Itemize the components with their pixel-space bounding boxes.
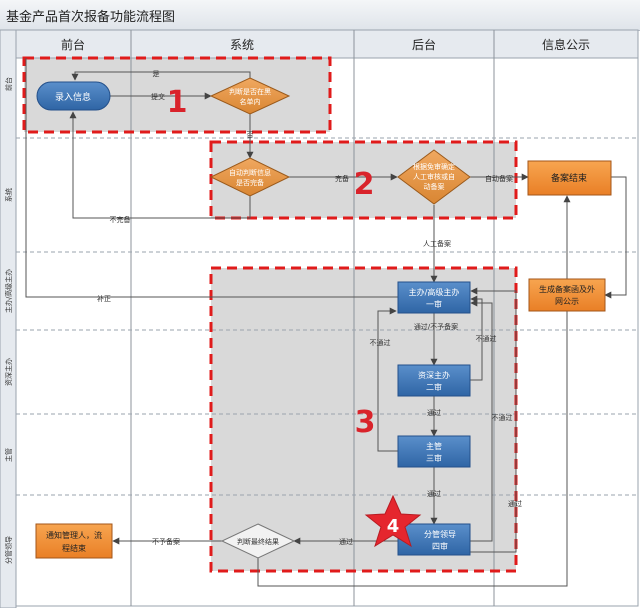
row-label-system: 系统 [4,188,13,202]
column-header-public-info: 信息公示 [542,37,590,52]
page-title: 基金产品首次报备功能流程图 [6,10,176,25]
node-review-4-label-1: 分管领导 [424,529,456,539]
region-3-bg [211,268,516,571]
node-publish-label-2: 网公示 [555,297,579,306]
callout-3: 3 [355,405,376,440]
label-not-pass-left: 不通过 [370,338,391,347]
label-supplement: 补正 [97,294,111,303]
label-pass-or-reject: 通过/不予备案 [414,322,458,331]
node-check-blacklist-label-2: 名单内 [240,97,261,106]
node-judge-review [397,149,471,205]
node-review-1-label-2: 一审 [426,299,442,309]
row-label-reviewer4: 分管领导 [4,536,13,564]
label-incomplete: 不完备 [110,215,131,224]
node-review-2 [397,364,471,397]
label-auto-filing: 自动备案 [485,174,513,183]
node-judge-review-label-1: 根据免审确定 [413,162,455,171]
node-filing-end-label: 备案结束 [551,172,587,184]
node-review-3 [397,435,471,468]
region-2-border [209,140,518,220]
label-no: 否 [247,131,254,139]
label-pass-2: 通过 [427,489,441,498]
column-header-system: 系统 [230,38,254,52]
node-final-judge-label: 判断最终结果 [237,537,279,546]
label-pass-final: 通过 [339,537,353,546]
label-pass-1: 通过 [427,408,441,417]
callout-4: 4 [387,516,400,537]
label-submit: 提交 [151,92,165,101]
node-auto-check [209,157,291,197]
node-review-3-label-1: 主管 [426,441,442,451]
label-manual-filing: 人工备案 [423,239,451,248]
node-review-4 [397,523,471,556]
node-review-1 [397,281,471,314]
node-review-1-label-1: 主办/高级主办 [409,287,460,297]
label-not-pass-right: 不通过 [476,334,497,343]
label-pass-3: 通过 [508,499,522,508]
label-yes: 是 [153,70,160,78]
callout-1: 1 [167,85,188,120]
node-publish-label-1: 生成备案函及外 [539,284,595,294]
row-label-reviewer1: 主办/高级主办 [4,269,13,313]
node-review-2-label-1: 资深主办 [418,370,450,380]
node-review-4-label-2: 四审 [432,541,448,551]
node-final-judge [220,523,296,559]
row-label-frontdesk: 前台 [4,77,13,91]
node-publish [528,278,606,312]
label-not-pass-mid: 不通过 [492,413,513,422]
node-judge-review-label-3: 动备案 [424,182,445,191]
node-review-2-label-2: 二审 [426,382,442,392]
node-notify-label-1: 通知管理人，流 [46,530,102,540]
node-notify-label-2: 程结束 [62,543,86,553]
column-header-frontdesk: 前台 [61,37,85,52]
node-enter-info [36,81,111,111]
region-1-border [22,56,332,134]
node-enter-info-label: 录入信息 [55,91,91,103]
node-review-3-label-2: 三审 [426,453,442,463]
row-label-reviewer3: 主管 [4,448,13,462]
node-check-blacklist-label-1: 判断是否在黑 [229,87,271,96]
callout-star-icon [364,494,422,548]
callout-2: 2 [354,167,375,202]
node-auto-check-label-1: 自动判断信息 [229,168,271,177]
label-complete: 完备 [335,174,349,183]
node-notify [35,523,113,559]
node-auto-check-label-2: 是否完备 [236,178,264,187]
node-judge-review-label-2: 人工审核或自 [413,172,455,181]
row-label-reviewer2: 资深主办 [4,358,13,386]
node-filing-end [527,160,612,196]
label-reject: 不予备案 [152,537,180,546]
column-header-backend: 后台 [412,37,436,52]
node-check-blacklist [209,77,291,115]
